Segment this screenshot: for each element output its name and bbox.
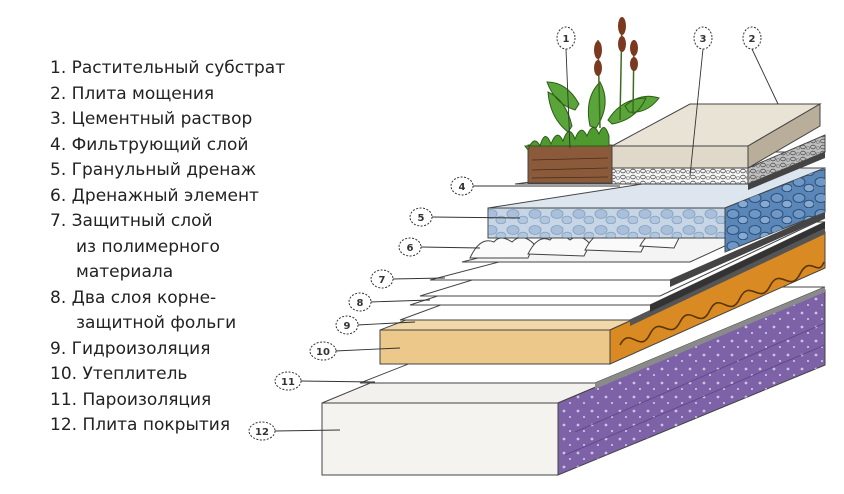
svg-text:9: 9 [344,321,351,332]
protective-layer-side [670,212,825,287]
callout-3: 3 [693,26,713,50]
legend-item-4: 4. Фильтрующий слой [50,134,249,155]
callout-2: 2 [742,26,762,50]
svg-text:2: 2 [749,34,756,45]
roof-slab-side-texture [558,290,825,475]
callout-11: 11 [274,371,302,391]
layer-3-cement-mortar [611,134,826,185]
granular-drainage-side-texture [725,168,825,252]
roof-slab-front [321,402,559,476]
svg-text:7: 7 [379,275,386,286]
vapor-barrier-side [595,287,825,389]
svg-text:4: 4 [459,182,466,193]
legend-item-7-cont-2: материала [76,262,174,282]
callout-9: 9 [335,315,359,335]
svg-text:5: 5 [418,213,425,224]
legend-item-11: 11. Пароизоляция [50,389,212,410]
waterproofing-side [630,228,825,326]
legend-item-6: 6. Дренажный элемент [50,185,259,206]
svg-text:11: 11 [281,377,295,388]
paving-slab-front [611,145,749,169]
cement-mortar-texture [612,168,748,184]
legend-item-7: 7. Защитный слой [50,211,213,231]
callout-10: 10 [309,341,337,361]
plant-leaves [546,81,660,133]
svg-text:3: 3 [700,34,707,45]
legend-item-3: 3. Цементный раствор [50,109,253,129]
svg-text:12: 12 [255,427,269,438]
paving-slab-side [747,103,821,169]
svg-text:6: 6 [407,243,414,254]
legend-item-8: 8. Два слоя корне- [50,287,217,308]
legend-item-2: 2. Плита мощения [50,83,215,104]
legend-item-8-cont: защитной фольги [76,313,237,333]
insulation-wave [619,261,825,346]
svg-text:1: 1 [563,34,570,45]
callout-7: 7 [370,269,394,289]
layer-1-plant-substrate [524,17,660,184]
insulation-front [379,329,611,365]
grass-tuft [524,127,610,152]
legend-item-9: 9. Гидроизоляция [50,338,211,359]
layer-2-paving-slab [611,103,822,169]
callout-6: 6 [398,237,422,257]
svg-text:10: 10 [316,347,330,358]
callout-8: 8 [348,292,372,312]
legend-item-12: 12. Плита покрытия [50,415,231,435]
flower-heads [594,17,638,76]
callout-badges: 1 2 3 4 5 6 7 8 [248,26,762,441]
callout-12: 12 [248,421,276,441]
callout-5: 5 [409,207,433,227]
svg-text:8: 8 [357,298,364,309]
legend-item-5: 5. Гранульный дренаж [50,160,257,180]
legend-item-7-cont-1: из полимерного [76,236,220,257]
legend-list: 1. Растительный субстрат 2. Плита мощени… [50,56,285,439]
cement-mortar-side-texture [748,135,825,184]
granular-drainage-front-texture [488,208,725,238]
legend-item-1: 1. Растительный субстрат [50,58,286,78]
callout-4: 4 [450,176,474,196]
soil-block [527,144,613,184]
callout-1: 1 [556,26,576,50]
legend-item-10: 10. Утеплитель [50,364,188,384]
filter-layer-side [748,152,825,190]
root-foil-side [650,222,825,312]
callouts [274,48,779,432]
